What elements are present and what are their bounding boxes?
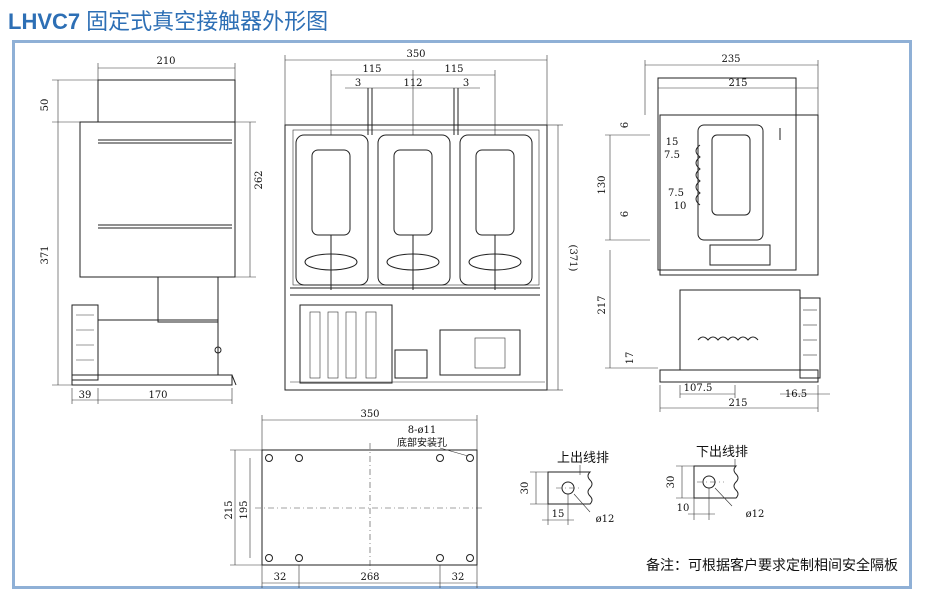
base-dim-32b: 32 bbox=[452, 572, 465, 583]
base-dim-350: 350 bbox=[360, 409, 379, 420]
base-dim-32a: 32 bbox=[274, 572, 287, 583]
upper-dim-30: 30 bbox=[520, 482, 531, 495]
front-relay bbox=[394, 349, 428, 379]
front-dim-115b: 115 bbox=[444, 64, 463, 75]
side-dim-210: 210 bbox=[156, 56, 175, 67]
mount-hole bbox=[295, 554, 303, 562]
base-dim-195: 195 bbox=[239, 500, 250, 519]
right-dim-107-5: 107.5 bbox=[684, 383, 713, 394]
mount-hole bbox=[436, 554, 444, 562]
lower-dim-d12: ø12 bbox=[746, 509, 765, 520]
side-body bbox=[79, 121, 236, 278]
right-dim-215-top: 215 bbox=[728, 78, 747, 89]
mount-hole bbox=[466, 554, 474, 562]
mount-hole bbox=[295, 454, 303, 462]
front-dim-112: 112 bbox=[403, 78, 422, 89]
mount-hole bbox=[265, 554, 273, 562]
right-dim-6b: 6 bbox=[620, 211, 631, 217]
hole-note-line2: 底部安装孔 bbox=[397, 436, 447, 449]
right-dim-15: 15 bbox=[666, 137, 679, 148]
title-model: LHVC7 bbox=[8, 9, 81, 34]
drawing-frame bbox=[12, 40, 912, 589]
side-lower-block bbox=[97, 319, 219, 376]
base-dim-268: 268 bbox=[360, 572, 379, 583]
base-dim-215: 215 bbox=[224, 500, 235, 519]
right-interrupter bbox=[697, 124, 764, 241]
front-dim-371: (371) bbox=[567, 245, 578, 272]
right-dim-16-5: 16.5 bbox=[785, 389, 807, 400]
lower-dim-30: 30 bbox=[666, 476, 677, 489]
hole-note-line1: 8-ø11 bbox=[408, 425, 437, 436]
upper-busbar-label: 上出线排 bbox=[557, 451, 609, 466]
right-coil-unit bbox=[679, 289, 801, 371]
right-dim-7-5b: 7.5 bbox=[668, 188, 684, 199]
side-view: 210 50 371 262 39 170 bbox=[40, 56, 265, 404]
front-outline bbox=[284, 124, 548, 391]
lower-dim-10: 10 bbox=[677, 503, 690, 514]
upper-busbar-detail: 上出线排 30 15 ø12 bbox=[520, 451, 614, 525]
right-base bbox=[659, 369, 819, 383]
side-dim-371: 371 bbox=[40, 245, 51, 264]
front-dim-3b: 3 bbox=[463, 78, 469, 89]
right-terminal-block bbox=[799, 297, 821, 379]
right-dim-6a: 6 bbox=[620, 122, 631, 128]
title-name: 固定式真空接触器外形图 bbox=[86, 10, 329, 35]
right-dim-235: 235 bbox=[721, 54, 740, 65]
side-dim-262: 262 bbox=[254, 170, 265, 189]
right-dim-10: 10 bbox=[674, 201, 687, 212]
right-dim-217: 217 bbox=[597, 295, 608, 314]
side-dim-170: 170 bbox=[148, 390, 167, 401]
lower-busbar-detail: 下出线排 30 10 ø12 bbox=[666, 445, 764, 520]
mount-hole bbox=[265, 454, 273, 462]
right-dim-7-5a: 7.5 bbox=[664, 150, 680, 161]
front-dim-115a: 115 bbox=[362, 64, 381, 75]
front-dim-350: 350 bbox=[406, 49, 425, 60]
side-base bbox=[71, 374, 233, 386]
front-mechanism bbox=[439, 329, 521, 376]
side-dim-39: 39 bbox=[79, 390, 92, 401]
right-dim-215-bottom: 215 bbox=[728, 398, 747, 409]
upper-dim-15: 15 bbox=[552, 509, 565, 520]
front-dim-3a: 3 bbox=[355, 78, 361, 89]
right-view: 235 215 6 15 7.5 130 7.5 10 6 217 17 107… bbox=[597, 54, 830, 412]
side-top-block bbox=[97, 79, 236, 123]
side-terminal-block bbox=[71, 304, 99, 381]
vacuum-interrupter-2 bbox=[377, 134, 451, 290]
footnote: 备注：可根据客户要求定制相间安全隔板 bbox=[646, 557, 898, 574]
base-view: 350 8-ø11 底部安装孔 215 195 32 268 32 bbox=[224, 409, 485, 588]
base-outline bbox=[261, 449, 478, 566]
lower-busbar-label: 下出线排 bbox=[696, 445, 748, 460]
side-dim-50: 50 bbox=[40, 99, 51, 112]
mount-hole bbox=[466, 454, 474, 462]
right-dim-130: 130 bbox=[597, 175, 608, 194]
front-terminal-strips bbox=[299, 304, 393, 384]
upper-dim-d12: ø12 bbox=[596, 514, 615, 525]
right-top-cover bbox=[657, 77, 797, 271]
vacuum-interrupter-1 bbox=[295, 134, 369, 290]
vacuum-interrupter-3 bbox=[459, 134, 533, 290]
front-view: 350 115 115 3 112 3 (371) bbox=[284, 49, 578, 391]
mount-hole bbox=[436, 454, 444, 462]
right-dim-17: 17 bbox=[625, 352, 636, 365]
